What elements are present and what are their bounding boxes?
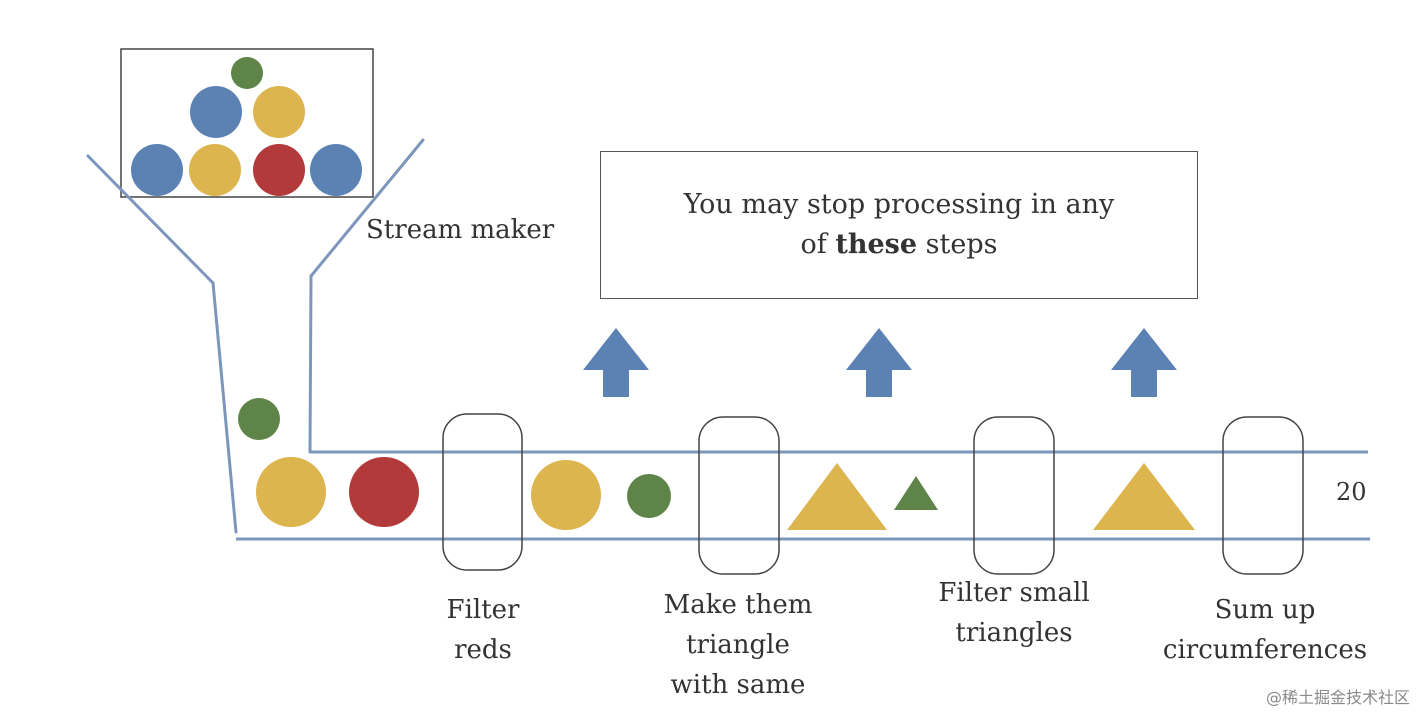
up-arrow-icon: [583, 328, 649, 397]
step-label-line: Make them: [663, 590, 813, 620]
callout-line-2-suffix: steps: [917, 229, 998, 260]
step-frame-make-triangle: [698, 416, 780, 575]
funnel-left-upper: [86, 154, 215, 285]
stream-maker-label: Stream maker: [366, 215, 555, 245]
hopper-box: [120, 48, 374, 198]
step-label-line: triangles: [955, 618, 1073, 648]
funnel-left-lower: [211, 281, 238, 534]
step-label-line: triangle: [686, 630, 790, 660]
belt-ball-green: [627, 474, 671, 518]
belt-triangle-yellow: [787, 463, 887, 530]
step-label-line: Sum up: [1214, 595, 1316, 625]
hopper-ball-blue: [190, 86, 242, 138]
step-label-line: with same: [670, 670, 806, 700]
step-label-line: circumferences: [1162, 635, 1368, 665]
up-arrow-icon: [846, 328, 912, 397]
falling-ball-green: [238, 398, 280, 440]
step-label-line: Filter small: [938, 578, 1090, 608]
result-value: 20: [1336, 478, 1367, 506]
funnel: [86, 138, 425, 534]
callout-line-2: of these steps: [801, 225, 998, 265]
funnel-right-lower: [308, 274, 313, 454]
hopper-ball-red: [253, 144, 305, 196]
callout-emphasis: these: [835, 229, 918, 260]
step-frame-filter-reds: [442, 413, 523, 571]
hopper-ball-yellow: [189, 144, 241, 196]
belt-ball-yellow: [531, 460, 601, 530]
hopper-ball-blue: [310, 144, 362, 196]
callout-box: You may stop processing in any of these …: [600, 151, 1198, 299]
callout-line-1: You may stop processing in any: [683, 189, 1115, 220]
funnel-right-upper: [309, 138, 425, 278]
hopper-ball-yellow: [253, 86, 305, 138]
step-label-line: Filter: [446, 595, 520, 625]
step-label-line: reds: [454, 635, 512, 665]
hopper-ball-blue: [131, 144, 183, 196]
step-label-make-triangle: Make them triangle with same: [638, 585, 838, 705]
step-label-filter-reds: Filter reds: [408, 590, 558, 670]
belt-ball-red: [349, 457, 419, 527]
step-label-sum-up: Sum up circumferences: [1158, 590, 1372, 670]
step-label-filter-small: Filter small triangles: [914, 573, 1114, 653]
step-frame-filter-small: [973, 416, 1055, 575]
watermark: @稀土掘金技术社区: [1265, 688, 1410, 707]
callout-line-2-prefix: of: [800, 229, 836, 260]
belt-ball-yellow: [256, 457, 326, 527]
hopper-ball-green: [231, 57, 263, 89]
step-frame-sum-up: [1222, 416, 1304, 575]
belt-triangle-yellow: [1093, 463, 1195, 530]
up-arrow-icon: [1111, 328, 1177, 397]
belt-triangle-green: [894, 476, 938, 510]
